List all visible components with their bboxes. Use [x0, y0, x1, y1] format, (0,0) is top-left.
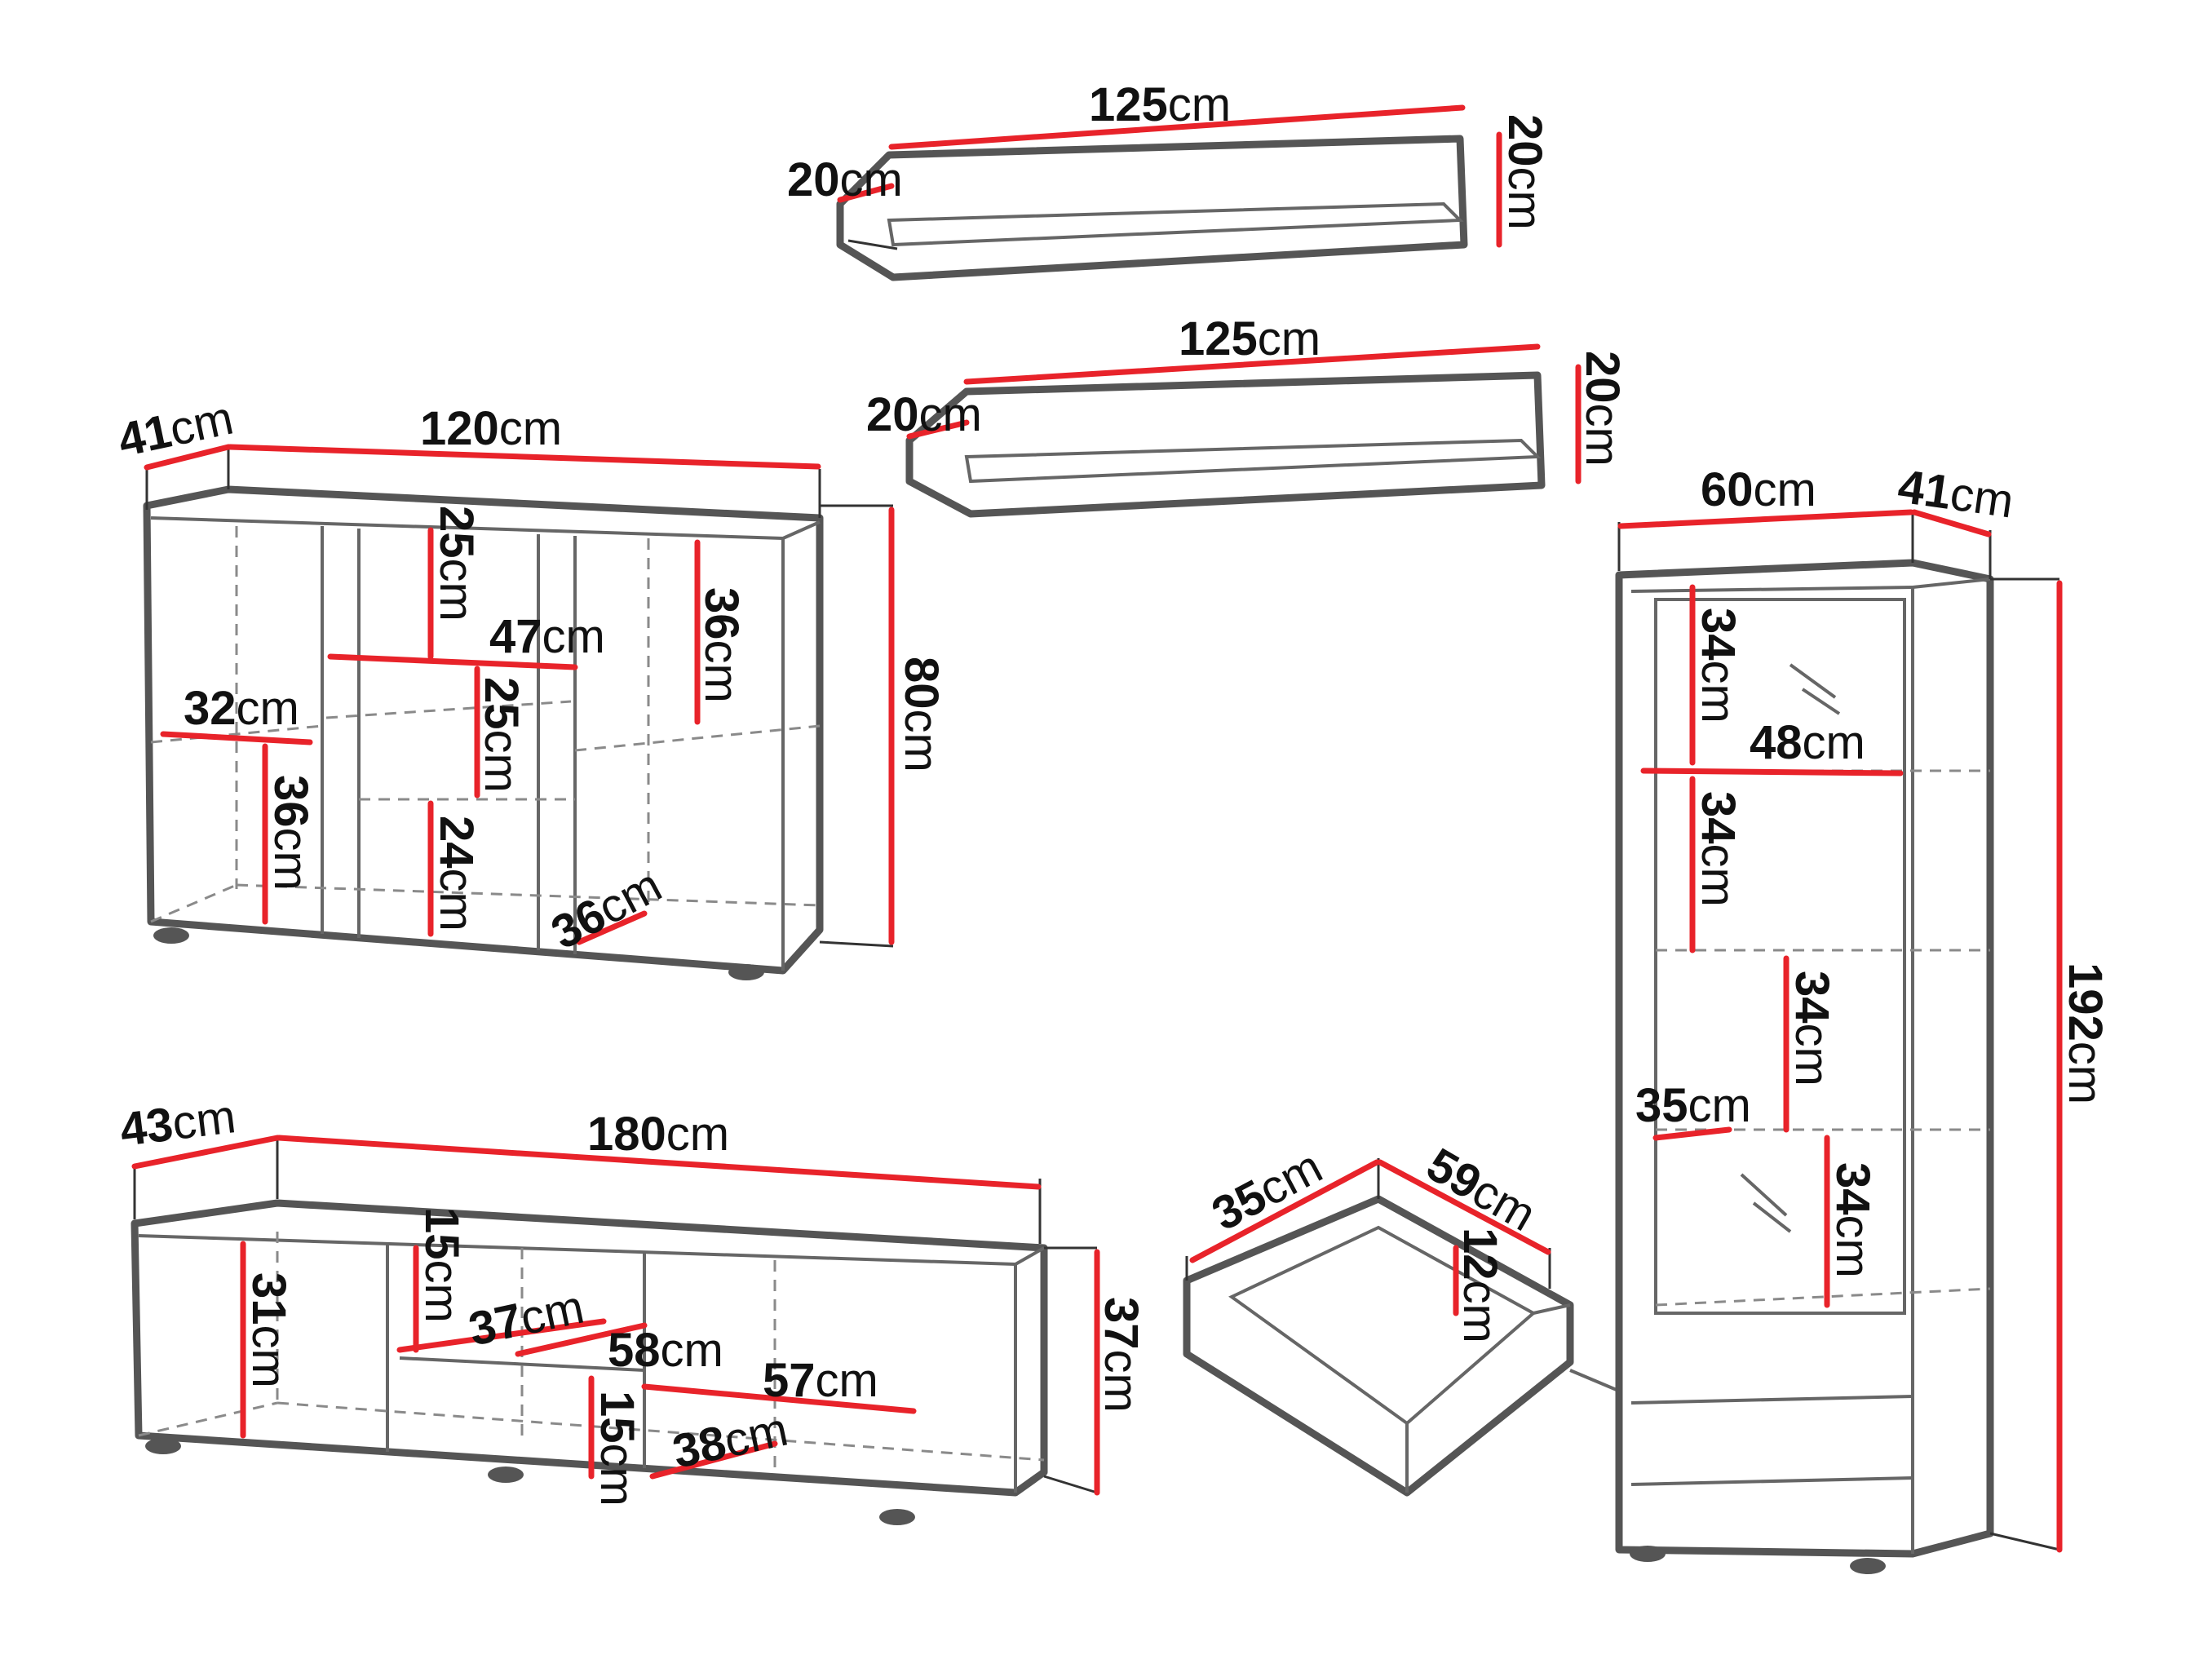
- sideboard: 41cm 120cm 80cm 25cm 47cm 36cm 25cm 32cm…: [113, 392, 948, 980]
- sideboard-depth-label: 41cm: [113, 392, 237, 467]
- tall-cabinet-compartment-2-label: 34cm: [1692, 791, 1745, 907]
- tv-stand-shelf-depth-line: [649, 1440, 778, 1480]
- tv-stand-shelf-depth-label: 38cm: [668, 1403, 792, 1479]
- shelf-bottom-length-line: [963, 343, 1541, 385]
- tall-cabinet-shelf-depth-label: 35cm: [1635, 1079, 1751, 1132]
- tall-cabinet-inner-width-line: [1640, 768, 1904, 776]
- tv-stand-top-shelf-label: 37cm: [464, 1281, 588, 1356]
- tv-stand-mid-shelf-line: [515, 1322, 648, 1357]
- drawer-width-line: [1377, 1159, 1551, 1255]
- tall-cabinet: 60cm 41cm 192cm 34cm 48cm 34cm 34cm 35cm…: [1615, 460, 2112, 1574]
- tall-cabinet-width-label: 60cm: [1701, 463, 1816, 516]
- sideboard-depth-line: [144, 444, 232, 471]
- tall-cabinet-inner-width-label: 48cm: [1750, 716, 1865, 769]
- wall-shelf-bottom: 125cm 20cm 20cm: [866, 312, 1629, 518]
- sideboard-width-label: 120cm: [420, 402, 562, 455]
- tv-stand-depth-line: [131, 1135, 281, 1170]
- tv-stand-top-gap-label: 15cm: [415, 1207, 468, 1323]
- shelf-bottom-depth-label: 20cm: [866, 388, 982, 441]
- tv-stand-bottom-gap-label: 15cm: [591, 1391, 644, 1506]
- tv-stand: 43cm 180cm 37cm 31cm 15cm 37cm 58cm 57cm…: [117, 1090, 1148, 1525]
- sideboard-left-lower-label: 36cm: [264, 775, 317, 891]
- shelf-top-length-line: [888, 104, 1466, 150]
- tall-cabinet-width-line: [1617, 509, 1914, 529]
- tv-stand-height-label: 37cm: [1095, 1297, 1148, 1413]
- tall-cabinet-compartment-3-label: 34cm: [1785, 971, 1838, 1086]
- tall-cabinet-compartment-4-label: 34cm: [1826, 1162, 1879, 1278]
- tall-cabinet-shelf-depth-line: [1652, 1126, 1732, 1141]
- tv-stand-left-height-label: 31cm: [242, 1272, 295, 1388]
- sideboard-inner-top-left-label: 25cm: [430, 506, 483, 622]
- shelf-bottom-depth-line: [906, 419, 970, 440]
- sideboard-inner-width-label: 47cm: [489, 610, 605, 663]
- sideboard-shelf-left-label: 32cm: [184, 682, 299, 735]
- sideboard-inner-mid-label: 25cm: [475, 677, 528, 793]
- tv-stand-top-shelf-line: [396, 1318, 607, 1353]
- sideboard-inner-right-label: 36cm: [695, 587, 748, 703]
- drawer-width-label: 59cm: [1418, 1138, 1545, 1241]
- sideboard-shelf-depth-line: [576, 910, 648, 945]
- tv-stand-width-label: 180cm: [587, 1108, 729, 1161]
- tall-cabinet-height-label: 192cm: [2059, 962, 2112, 1104]
- sideboard-height-label: 80cm: [895, 657, 948, 772]
- drawer: 35cm 59cm 12cm: [1183, 1138, 1754, 1497]
- sideboard-inner-width-line: [327, 653, 578, 670]
- tv-stand-width-line: [276, 1135, 1042, 1190]
- tall-cabinet-compartment-1-label: 34cm: [1692, 608, 1745, 723]
- drawer-depth-line: [1189, 1159, 1380, 1263]
- tv-stand-mid-shelf-label: 58cm: [608, 1324, 723, 1377]
- tall-cabinet-depth-line: [1911, 509, 1992, 538]
- sideboard-width-line: [227, 444, 821, 470]
- wall-shelf-top: 125cm 20cm 20cm: [787, 78, 1551, 281]
- shelf-top-depth-line: [837, 183, 895, 203]
- shelf-bottom-length-label: 125cm: [1179, 312, 1321, 365]
- tall-cabinet-depth-label: 41cm: [1895, 460, 2017, 529]
- tv-stand-depth-label: 43cm: [117, 1090, 239, 1157]
- shelf-top-length-label: 125cm: [1089, 78, 1231, 131]
- drawer-height-label: 12cm: [1453, 1228, 1506, 1343]
- tv-stand-right-width-label: 57cm: [763, 1354, 878, 1407]
- shelf-top-depth-label: 20cm: [787, 153, 903, 206]
- shelf-bottom-height-label: 20cm: [1576, 351, 1629, 467]
- tv-stand-right-width-line: [641, 1383, 917, 1414]
- sideboard-shelf-left-line: [160, 731, 313, 745]
- shelf-top-height-label: 20cm: [1498, 114, 1551, 230]
- sideboard-mid-lower-label: 24cm: [430, 816, 483, 931]
